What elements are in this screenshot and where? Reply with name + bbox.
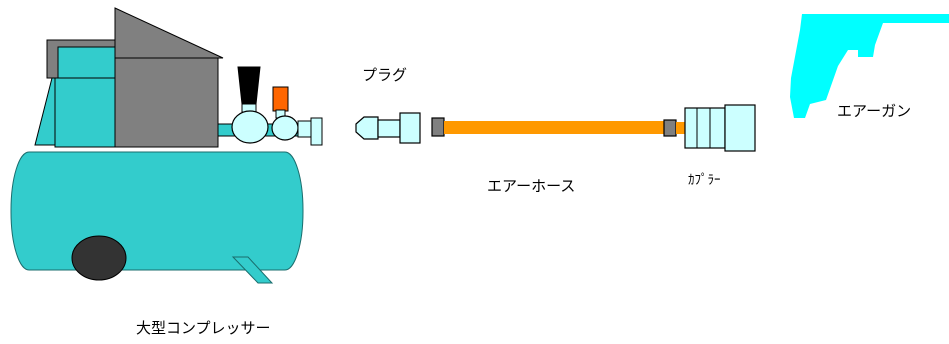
hose-ferrule-left xyxy=(431,117,445,137)
coupler-label: ｶﾌﾟﾗｰ xyxy=(688,173,721,188)
air-gun-body xyxy=(790,14,949,118)
plug-icon xyxy=(355,112,421,144)
compressor-tank xyxy=(10,151,304,271)
coupler-icon xyxy=(684,104,756,152)
regulator-knob xyxy=(237,66,261,105)
hose-line xyxy=(444,121,664,134)
pressure-gauge-small xyxy=(271,115,299,141)
compressor-wheel xyxy=(71,235,127,281)
compressor-label: 大型コンプレッサー xyxy=(136,319,271,337)
air-gun-label: エアーガン xyxy=(837,102,912,120)
compressor-outlet-fitting xyxy=(310,117,323,146)
compressor-motor-housing xyxy=(114,7,224,148)
air-gun-icon xyxy=(790,14,949,118)
pressure-gauge-large xyxy=(231,110,269,144)
compressor-front-panel xyxy=(57,46,122,80)
compressor-icon xyxy=(10,7,323,284)
hose-label: エアーホース xyxy=(487,177,576,195)
compressor-leg xyxy=(231,256,274,284)
plug-label: プラグ xyxy=(362,66,408,84)
safety-valve xyxy=(272,86,289,112)
hose-ferrule-right xyxy=(663,119,677,137)
compressor-motor-block xyxy=(54,77,119,148)
hose-icon xyxy=(431,117,685,137)
